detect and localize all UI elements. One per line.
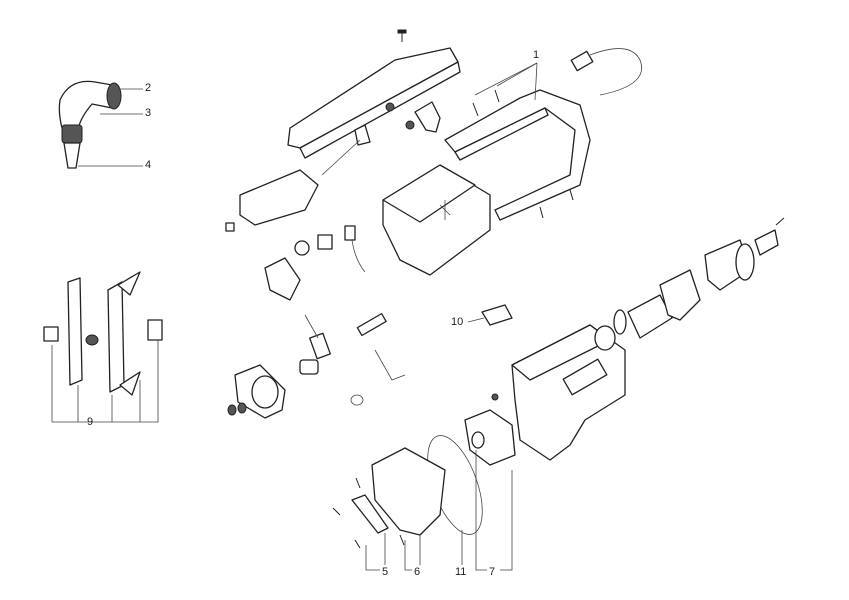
linkage-parts [321,101,441,176]
callout-7: 7 [489,566,496,578]
callout-11: 11 [455,566,467,578]
callout-10: 10 [451,316,464,328]
side-clip-assembly-part [43,271,163,396]
callout-1: 1 [533,49,540,61]
callout-3: 3 [145,107,152,119]
label-sticker-part [481,304,513,326]
callout-9: 9 [87,416,94,428]
callout-6: 6 [414,566,421,578]
housing-box-part [382,164,491,276]
leader-lines [51,62,538,571]
fan-cover-part [227,364,286,419]
elbow-nozzle-part [58,80,122,169]
top-cover-part [287,29,461,159]
callout-2: 2 [145,82,152,94]
callout-4: 4 [145,159,152,171]
handle-frame-part [444,89,591,221]
capacitor-part [299,313,406,406]
switch-module-part [225,169,366,301]
callout-5: 5 [382,566,389,578]
motor-housing-part [511,324,626,461]
power-cable-part [570,48,642,96]
base-plate-part [332,447,446,549]
end-cap-part [464,393,516,466]
motor-parts [613,217,785,339]
